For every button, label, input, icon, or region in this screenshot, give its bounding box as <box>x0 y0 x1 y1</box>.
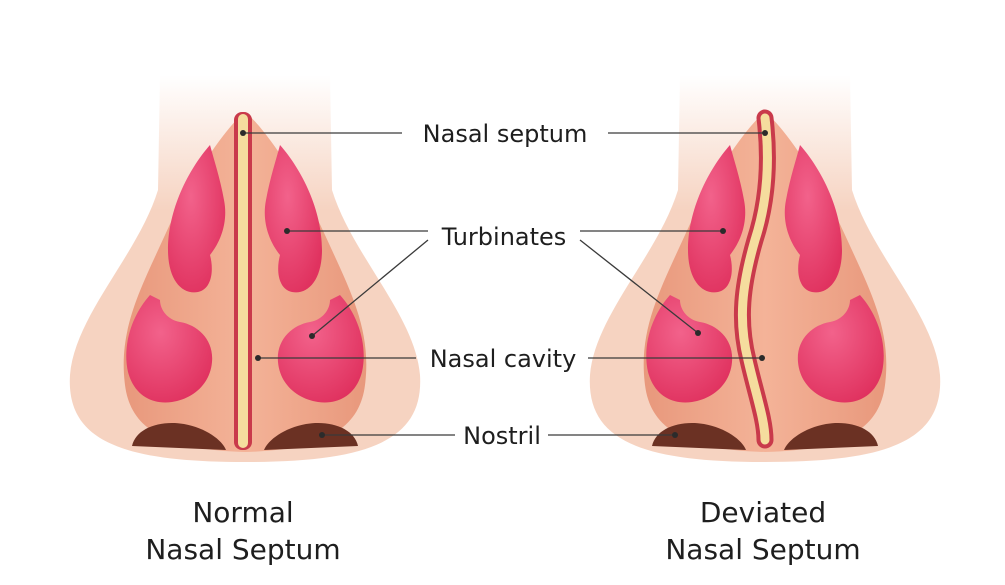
dot-septum-deviated <box>762 130 768 136</box>
dot-cavity-normal <box>255 355 261 361</box>
label-turbinates: Turbinates <box>441 223 567 251</box>
normal-nostril-right <box>264 422 358 450</box>
normal-nostril-left <box>132 422 226 450</box>
dot-turbinates-deviated-lower <box>695 330 701 336</box>
caption-deviated-line2: Nasal Septum <box>665 533 860 566</box>
captions: Normal Nasal Septum Deviated Nasal Septu… <box>145 496 860 566</box>
normal-turbinate-left-upper <box>168 145 226 293</box>
caption-deviated-line1: Deviated <box>700 496 826 529</box>
leader-turbinates-deviated-lower <box>579 239 699 334</box>
leader-turbinates-normal-lower <box>311 239 429 337</box>
normal-turbinate-left-lower <box>126 295 213 403</box>
dot-nostril-normal <box>319 432 325 438</box>
deviated-nostril-left <box>652 422 746 450</box>
dot-septum-normal <box>240 130 246 136</box>
dot-turbinates-normal-upper <box>284 228 290 234</box>
label-nasal-septum: Nasal septum <box>423 120 588 148</box>
dot-turbinates-deviated-upper <box>720 228 726 234</box>
leader-lines <box>240 130 768 438</box>
caption-normal-line2: Nasal Septum <box>145 533 340 566</box>
deviated-turbinate-right-upper <box>784 145 842 293</box>
dot-turbinates-normal-lower <box>309 333 315 339</box>
deviated-nose <box>589 75 941 462</box>
deviated-turbinate-left-lower <box>646 295 733 403</box>
normal-turbinate-right-lower <box>277 295 364 403</box>
label-nasal-cavity: Nasal cavity <box>430 345 577 373</box>
deviated-turbinate-right-lower <box>797 295 884 403</box>
normal-nose <box>69 75 421 462</box>
normal-turbinate-right-upper <box>264 145 322 293</box>
dot-nostril-deviated <box>672 432 678 438</box>
deviated-septum <box>737 113 773 445</box>
normal-septum <box>238 114 248 448</box>
labels: Nasal septum Turbinates Nasal cavity Nos… <box>423 120 588 450</box>
caption-normal-line1: Normal <box>192 496 293 529</box>
deviated-turbinate-left-upper <box>688 145 746 293</box>
label-nostril: Nostril <box>463 422 541 450</box>
deviated-nostril-right <box>784 422 878 450</box>
dot-cavity-deviated <box>759 355 765 361</box>
